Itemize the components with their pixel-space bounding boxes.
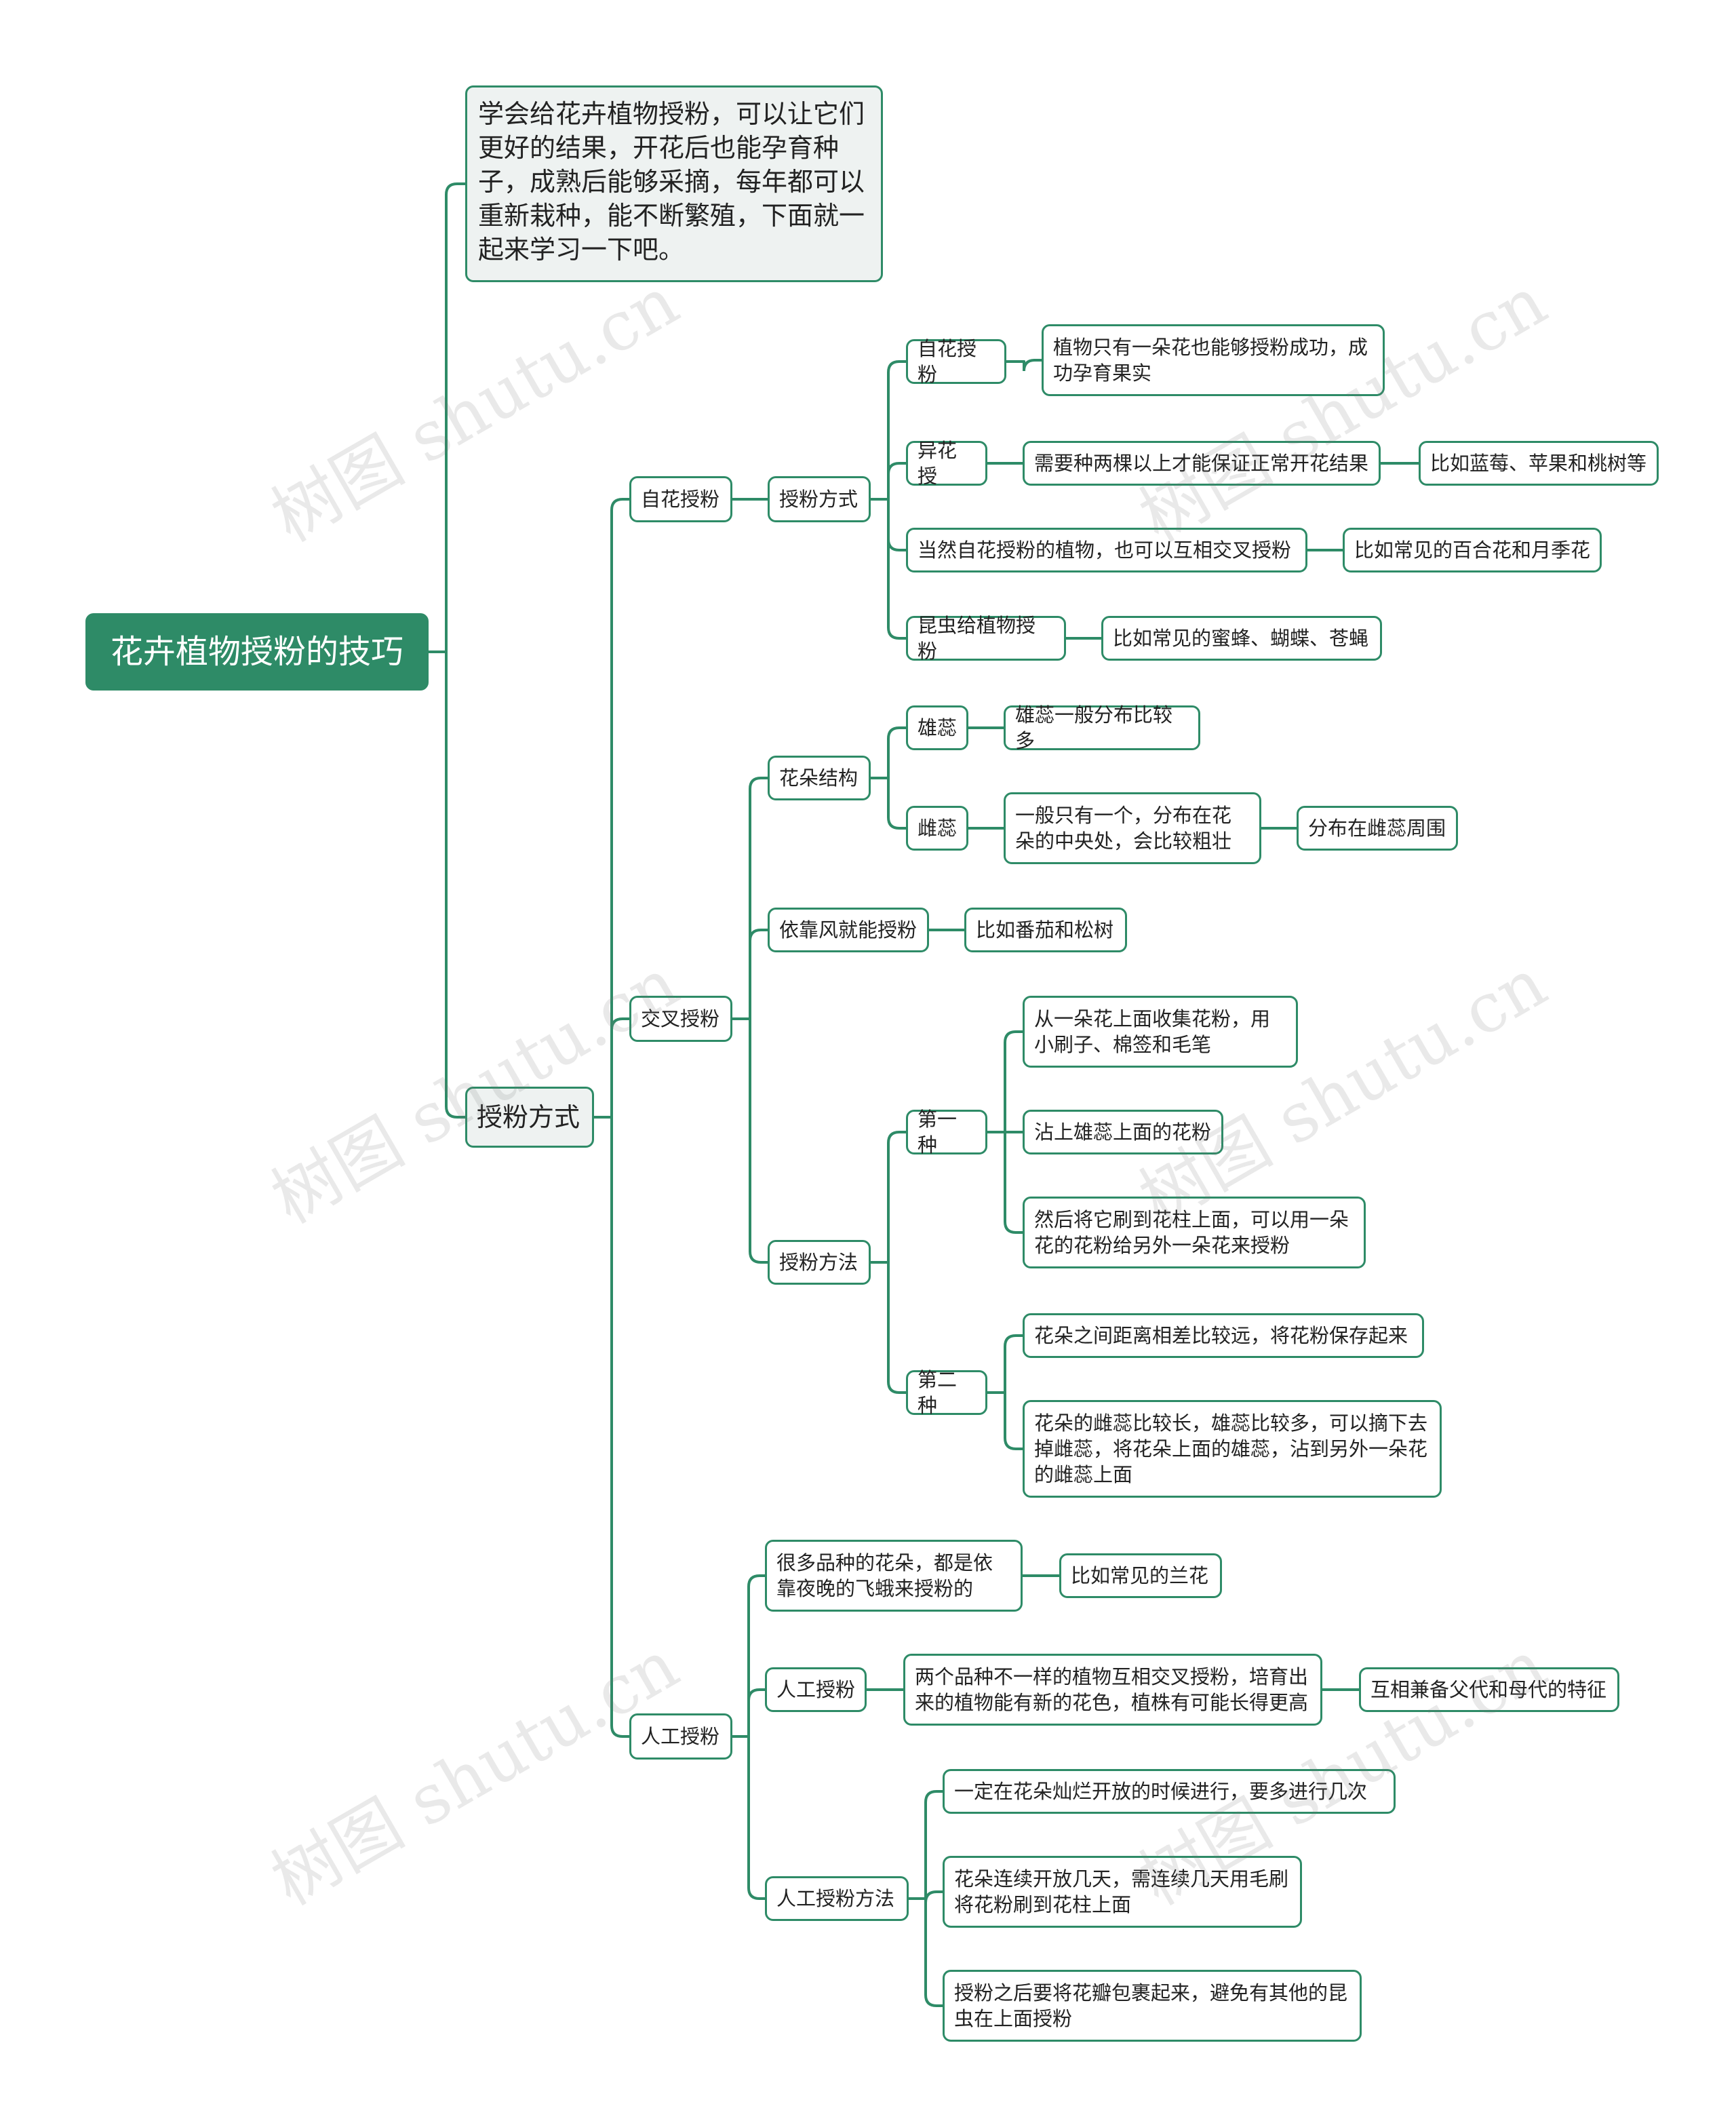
manual-method-node[interactable]: 人工授粉方法	[765, 1876, 909, 1921]
second-step-2[interactable]: 花朵的雌蕊比较长，雄蕊比较多，可以摘下去掉雌蕊，将花朵上面的雄蕊，沾到另外一朵花…	[1023, 1400, 1442, 1498]
cross-pollination-example[interactable]: 比如蓝莓、苹果和桃树等	[1419, 441, 1659, 486]
cross-pollination-desc[interactable]: 需要种两棵以上才能保证正常开花结果	[1023, 441, 1381, 486]
insects-example[interactable]: 比如常见的蜜蜂、蝴蝶、苍蝇	[1101, 616, 1382, 661]
wind-node[interactable]: 依靠风就能授粉	[768, 908, 929, 952]
manual-desc[interactable]: 两个品种不一样的植物互相交叉授粉，培育出来的植物能有新的花色，植株有可能长得更高	[903, 1654, 1322, 1726]
second-step-1[interactable]: 花朵之间距离相差比较远，将花粉保存起来	[1023, 1313, 1424, 1358]
cross-pollination-node[interactable]: 交叉授粉	[629, 996, 732, 1042]
intro-node[interactable]: 学会给花卉植物授粉，可以让它们更好的结果，开花后也能孕育种子，成熟后能够采摘，每…	[465, 85, 883, 282]
pistil-note[interactable]: 分布在雌蕊周围	[1297, 806, 1458, 851]
first-step-1[interactable]: 从一朵花上面收集花粉，用小刷子、棉签和毛笔	[1023, 996, 1298, 1068]
self-mode-node[interactable]: 授粉方式	[768, 476, 871, 522]
self-pollination-item[interactable]: 自花授粉	[906, 337, 1006, 386]
cross-pollination-item[interactable]: 异花授	[906, 439, 987, 488]
also-cross-item[interactable]: 当然自花授粉的植物，也可以互相交叉授粉	[906, 528, 1307, 572]
stamen-node[interactable]: 雄蕊	[906, 705, 968, 750]
manual-step-3[interactable]: 授粉之后要将花瓣包裹起来，避免有其他的昆虫在上面授粉	[943, 1970, 1362, 2042]
first-step-2[interactable]: 沾上雄蕊上面的花粉	[1023, 1110, 1223, 1154]
pistil-desc[interactable]: 一般只有一个，分布在花朵的中央处，会比较粗壮	[1004, 792, 1261, 864]
first-step-3[interactable]: 然后将它刷到花柱上面，可以用一朵花的花粉给另外一朵花来授粉	[1023, 1197, 1366, 1268]
self-pollination-node[interactable]: 自花授粉	[629, 476, 732, 522]
pistil-node[interactable]: 雌蕊	[906, 806, 968, 851]
manual-note[interactable]: 互相兼备父代和母代的特征	[1359, 1667, 1619, 1712]
artificial-pollination-node[interactable]: 人工授粉	[629, 1713, 732, 1760]
self-pollination-desc[interactable]: 植物只有一朵花也能够授粉成功，成功孕育果实	[1042, 324, 1385, 396]
pollination-method-node[interactable]: 授粉方法	[768, 1240, 871, 1285]
manual-node[interactable]: 人工授粉	[765, 1667, 867, 1712]
moth-node[interactable]: 很多品种的花朵，都是依靠夜晚的飞蛾来授粉的	[765, 1540, 1023, 1612]
manual-step-2[interactable]: 花朵连续开放几天，需连续几天用毛刷将花粉刷到花柱上面	[943, 1856, 1302, 1928]
root-node[interactable]: 花卉植物授粉的技巧	[85, 613, 429, 691]
methods-node[interactable]: 授粉方式	[465, 1087, 594, 1148]
flower-structure-node[interactable]: 花朵结构	[768, 756, 871, 800]
also-cross-example[interactable]: 比如常见的百合花和月季花	[1343, 528, 1602, 572]
insects-item[interactable]: 昆虫给植物授粉	[906, 614, 1066, 663]
moth-example[interactable]: 比如常见的兰花	[1059, 1553, 1222, 1598]
second-method-node[interactable]: 第二种	[906, 1368, 987, 1417]
stamen-desc[interactable]: 雄蕊一般分布比较多	[1004, 703, 1200, 752]
wind-example[interactable]: 比如番茄和松树	[964, 908, 1127, 952]
manual-step-1[interactable]: 一定在花朵灿烂开放的时候进行，要多进行几次	[943, 1769, 1396, 1814]
first-method-node[interactable]: 第一种	[906, 1108, 987, 1157]
